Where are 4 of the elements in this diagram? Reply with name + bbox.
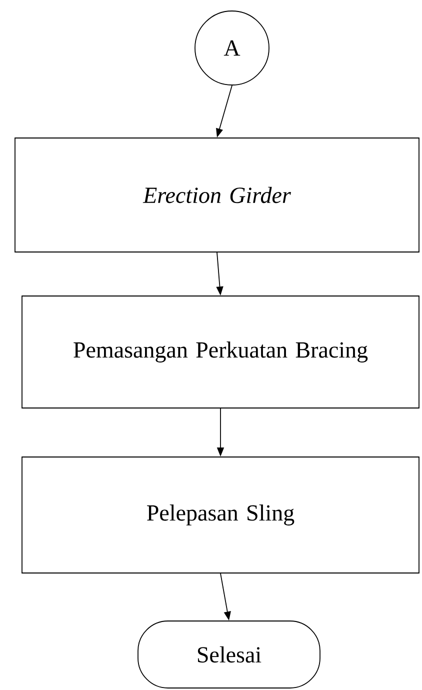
- process-box: Pemasangan Perkuatan Bracing: [22, 296, 420, 408]
- process-box: Pelepasan Sling: [22, 456, 420, 574]
- process-box: Erection Girder: [14, 138, 420, 252]
- terminal-box: Selesai: [138, 620, 320, 688]
